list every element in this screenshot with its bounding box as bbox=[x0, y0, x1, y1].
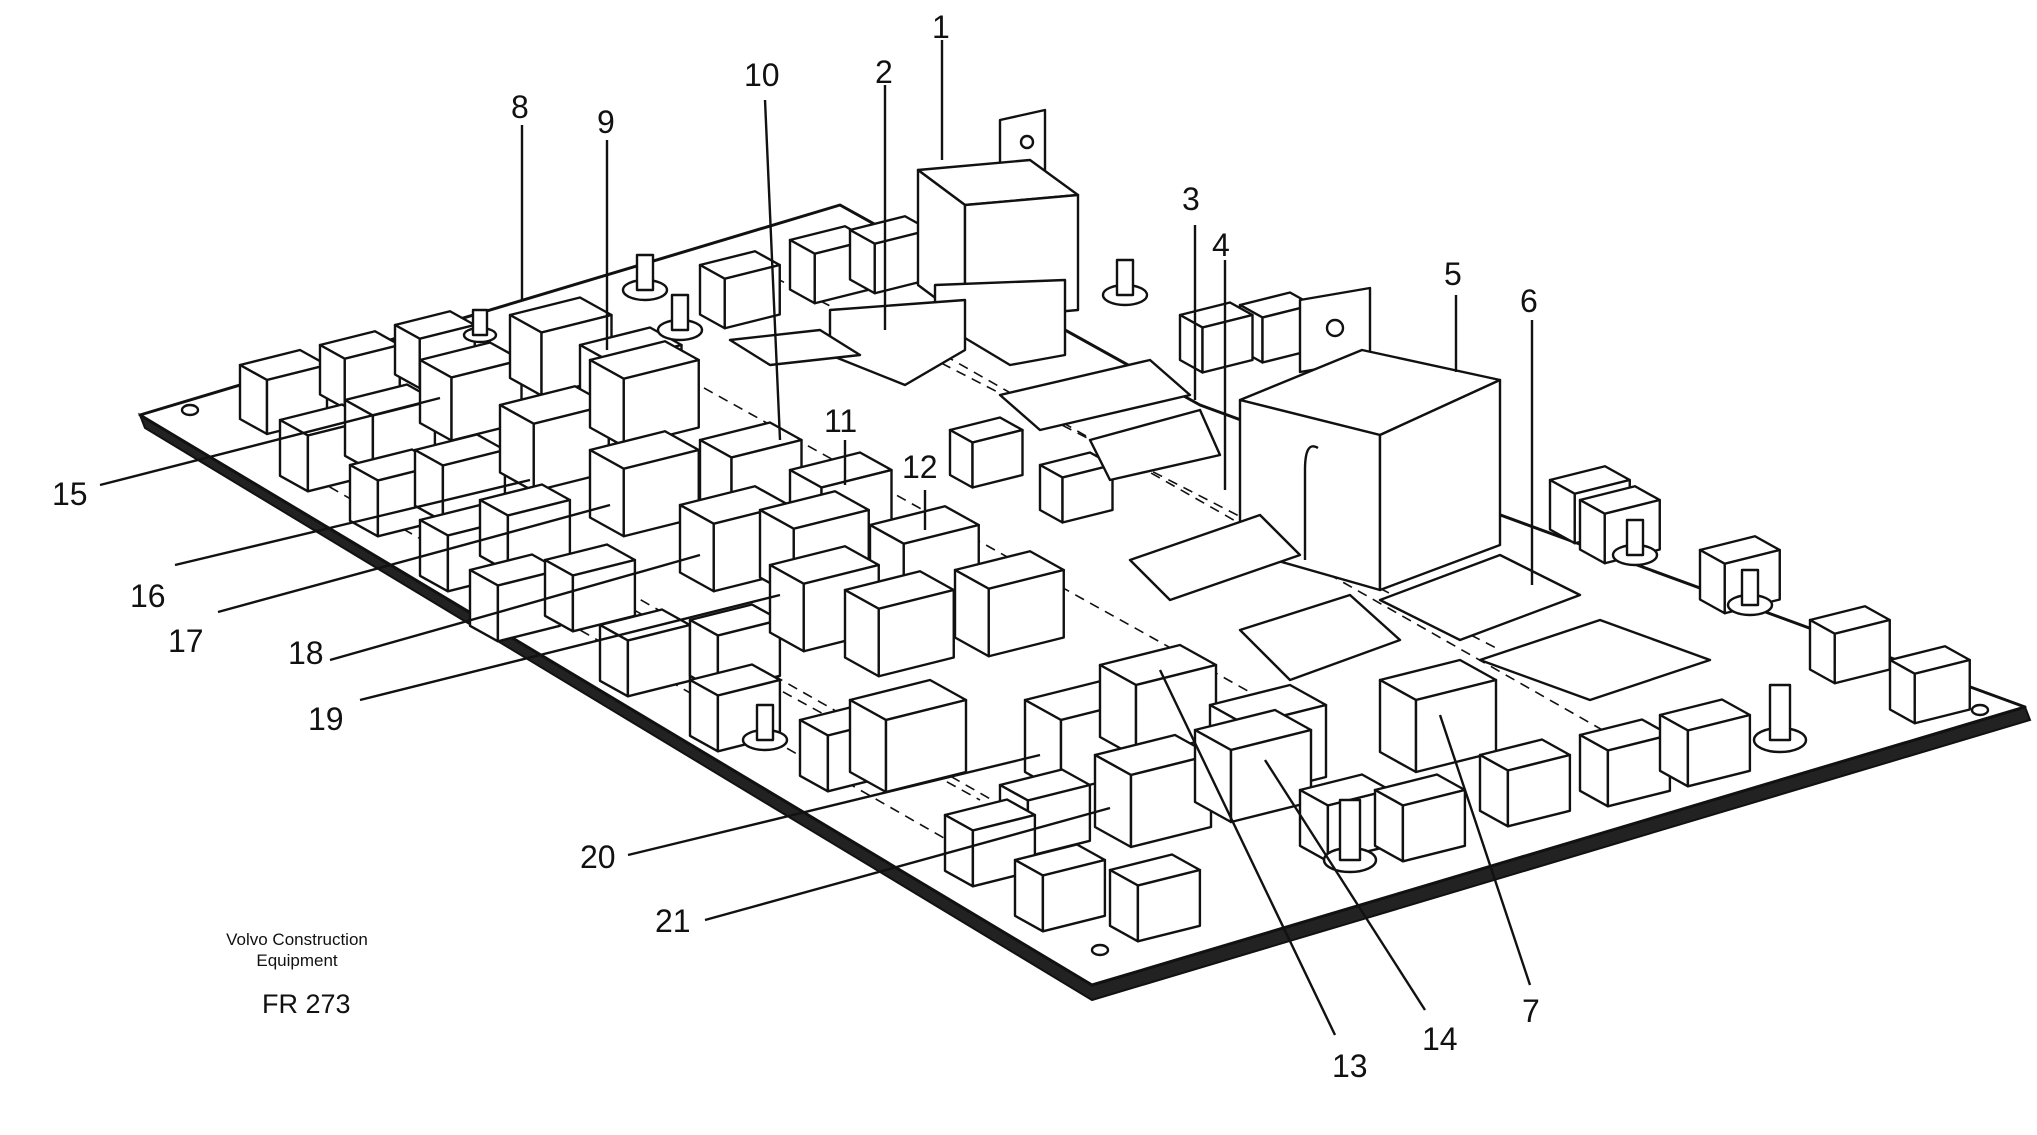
callout-19: 19 bbox=[308, 701, 344, 737]
callout-1: 1 bbox=[932, 9, 950, 45]
relay-cube-front bbox=[1913, 658, 1971, 725]
callout-5: 5 bbox=[1444, 256, 1462, 292]
relay-cube-front bbox=[1129, 753, 1213, 849]
leader-20 bbox=[627, 753, 1041, 857]
callout-21: 21 bbox=[655, 903, 691, 939]
callout-9: 9 bbox=[597, 104, 615, 140]
leader-14 bbox=[1263, 759, 1427, 1011]
leader-16 bbox=[174, 478, 531, 567]
relay-cube-front bbox=[1201, 313, 1254, 374]
relay-cube-front bbox=[723, 263, 781, 330]
callout-14: 14 bbox=[1422, 1021, 1458, 1057]
callout-13: 13 bbox=[1332, 1048, 1368, 1084]
callout-7: 7 bbox=[1522, 993, 1540, 1029]
callout-15: 15 bbox=[52, 476, 88, 512]
leader-13 bbox=[1158, 669, 1337, 1036]
caption-company-line1: Volvo Construction bbox=[226, 930, 368, 949]
caption-figure-code: FR 273 bbox=[262, 989, 351, 1019]
large-relay-1 bbox=[916, 108, 1080, 367]
callout-16: 16 bbox=[130, 578, 166, 614]
flat-components bbox=[728, 298, 1712, 702]
components bbox=[238, 215, 1971, 943]
callout-8: 8 bbox=[511, 89, 529, 125]
callout-3: 3 bbox=[1182, 181, 1200, 217]
relay-cube-front bbox=[971, 428, 1024, 489]
callout-10: 10 bbox=[744, 57, 780, 93]
callout-6: 6 bbox=[1520, 283, 1538, 319]
leader-17 bbox=[217, 503, 611, 614]
relay-cube-front bbox=[1041, 858, 1107, 933]
studs bbox=[462, 253, 1808, 874]
callout-labels: 1 2 3 4 5 6 7 8 9 10 11 12 13 14 15 16 1… bbox=[52, 9, 1540, 1084]
callout-20: 20 bbox=[580, 839, 616, 875]
leader-7 bbox=[1438, 714, 1532, 986]
leader-19 bbox=[359, 593, 781, 702]
callout-12: 12 bbox=[902, 449, 938, 485]
callout-11: 11 bbox=[824, 403, 857, 439]
leader-18 bbox=[329, 553, 701, 662]
callout-2: 2 bbox=[875, 54, 893, 90]
relay-cube-front bbox=[622, 358, 700, 448]
caption-company-line2: Equipment bbox=[256, 951, 338, 970]
relay-cube-front bbox=[1136, 868, 1202, 943]
leader-10 bbox=[763, 99, 782, 441]
callout-17: 17 bbox=[168, 623, 204, 659]
leader-15 bbox=[99, 396, 441, 487]
relay-cube-front bbox=[1061, 463, 1114, 524]
relay-cube-front bbox=[1606, 733, 1672, 808]
callout-4: 4 bbox=[1212, 227, 1230, 263]
caption: Volvo Construction Equipment FR 273 bbox=[226, 930, 368, 1019]
relay-cube-front bbox=[1686, 713, 1752, 788]
callout-18: 18 bbox=[288, 635, 324, 671]
leader-21 bbox=[704, 806, 1111, 922]
relay-cube-front bbox=[1401, 788, 1467, 863]
relay-cube-front bbox=[1506, 753, 1572, 828]
leader-lines bbox=[99, 40, 1534, 1036]
relay-cube-front bbox=[877, 588, 955, 678]
relay-cube-front bbox=[987, 568, 1065, 658]
